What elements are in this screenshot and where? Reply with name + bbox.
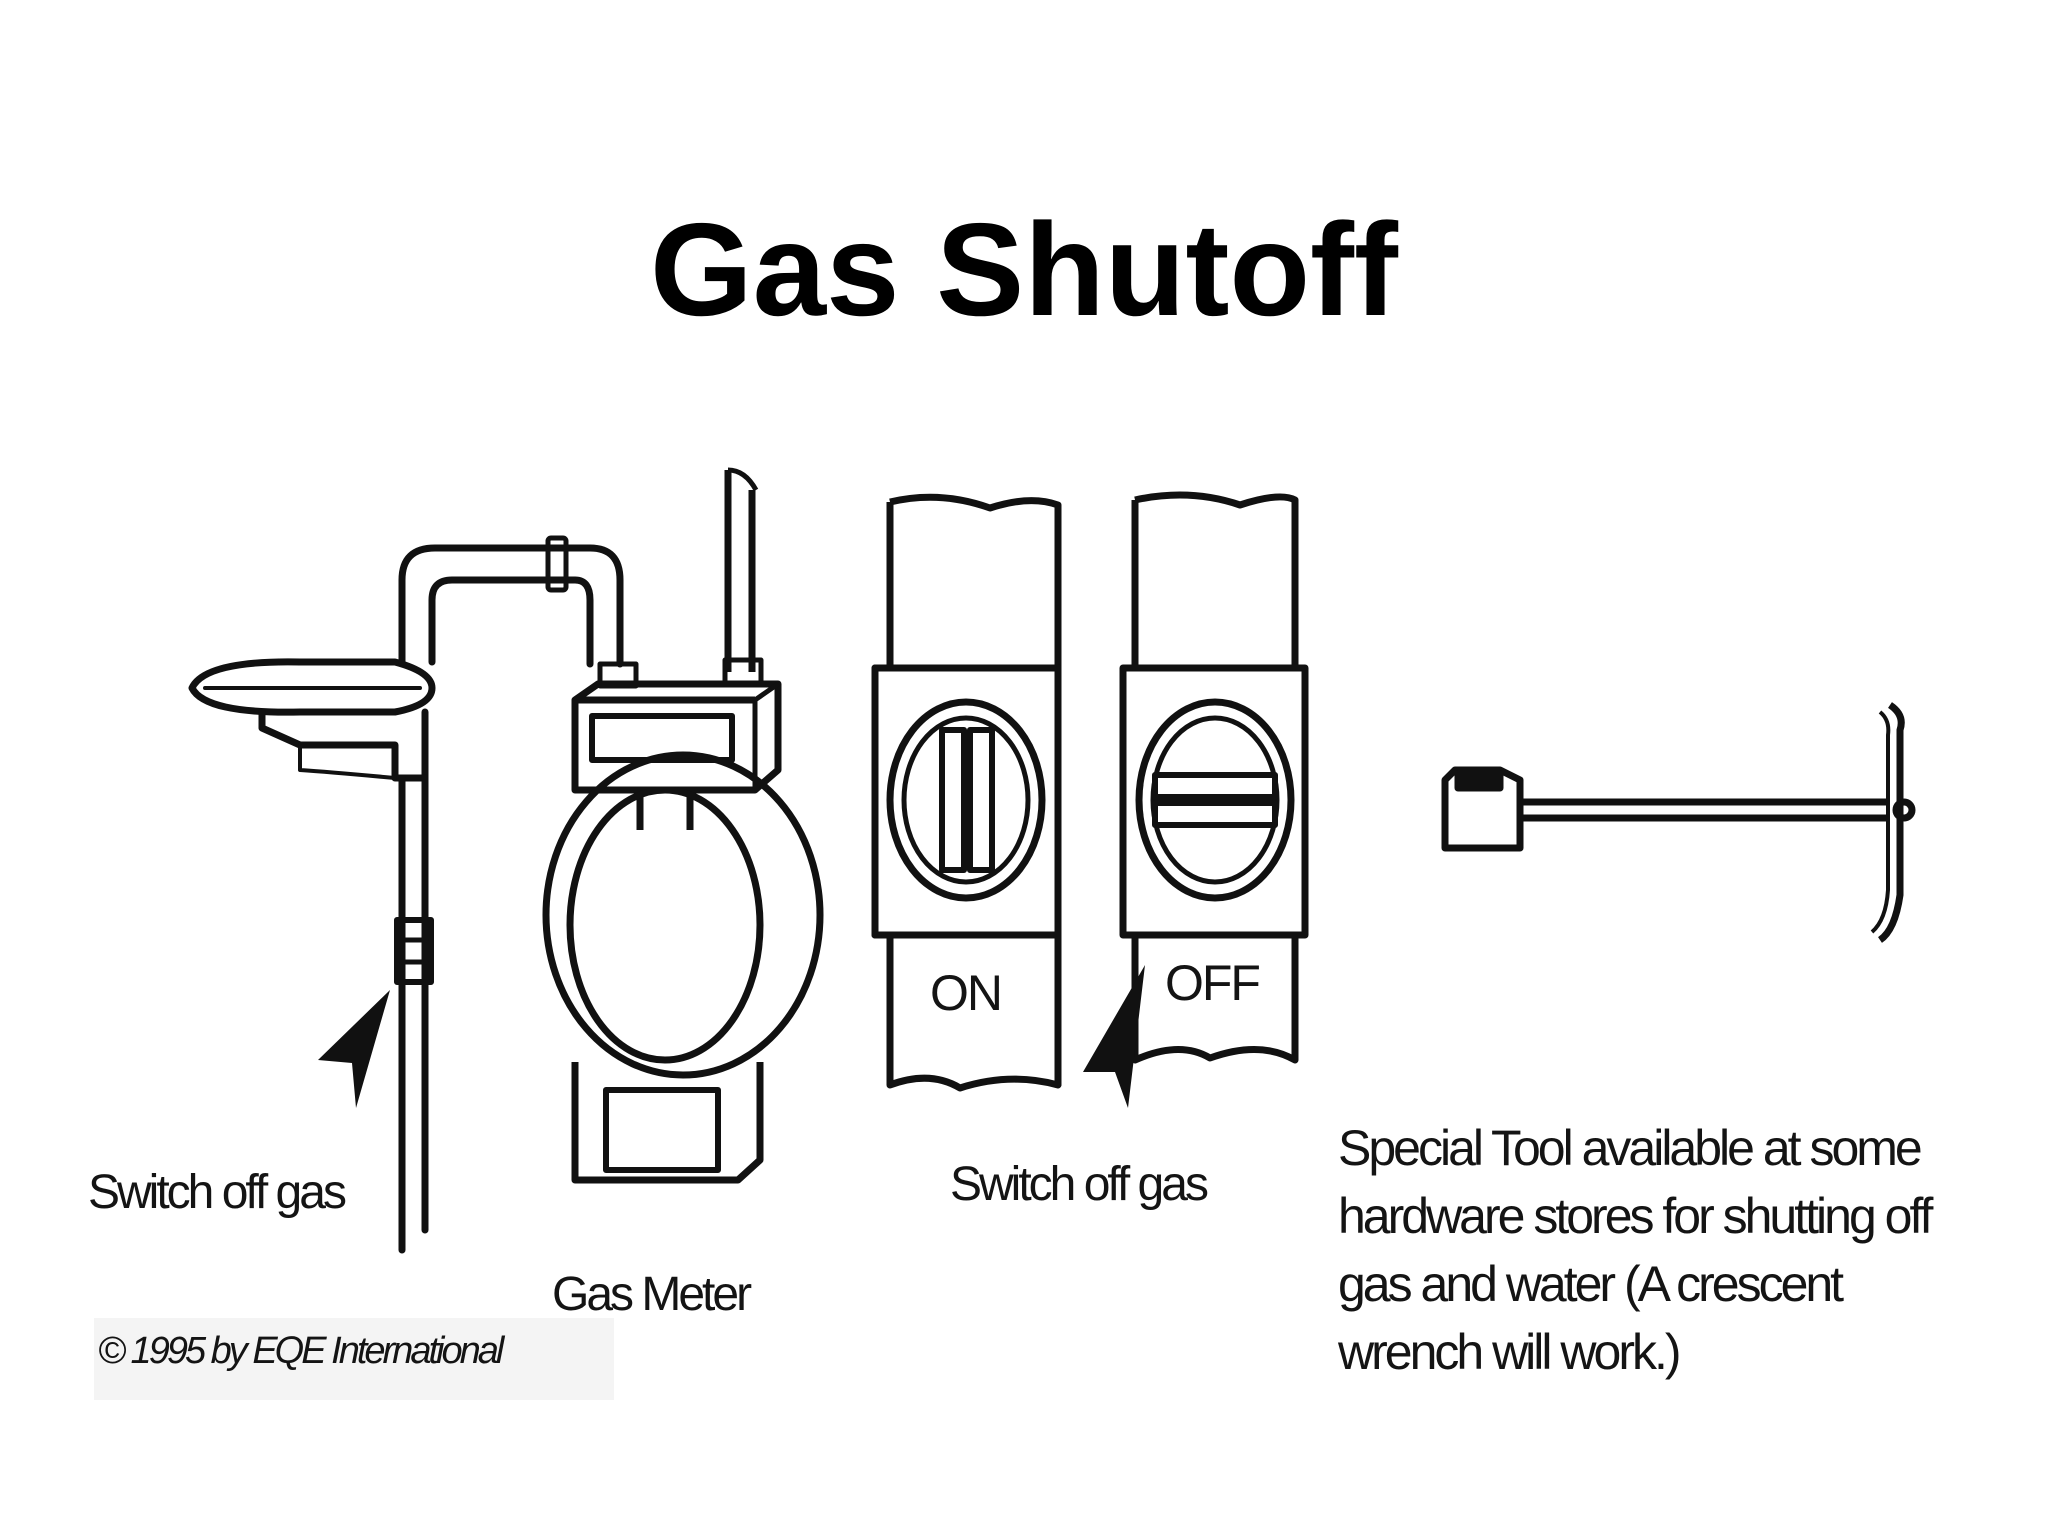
gas-meter-icon — [542, 467, 824, 1184]
regulator-icon — [188, 658, 436, 716]
page-title: Gas Shutoff — [650, 196, 1398, 343]
valve-off-icon — [1119, 491, 1309, 1064]
arrow-right-icon — [1083, 965, 1145, 1108]
label-switch-off-gas-left: Switch off gas — [88, 1166, 346, 1219]
gas-pipe-assembly — [188, 535, 624, 1254]
arrow-left-icon — [318, 990, 390, 1108]
copyright-notice: © 1995 by EQE International — [98, 1330, 504, 1372]
valve-on-icon — [871, 493, 1062, 1092]
copyright-box — [94, 1318, 614, 1400]
label-switch-off-gas-right: Switch off gas — [950, 1158, 1208, 1211]
shutoff-valve-icon — [394, 917, 434, 985]
label-valve-on: ON — [930, 965, 1001, 1021]
special-tool-note: Special Tool available at some hardware … — [1338, 1120, 1933, 1380]
special-tool-icon — [1441, 702, 1916, 943]
label-valve-off: OFF — [1165, 955, 1259, 1011]
label-gas-meter: Gas Meter — [552, 1268, 752, 1321]
